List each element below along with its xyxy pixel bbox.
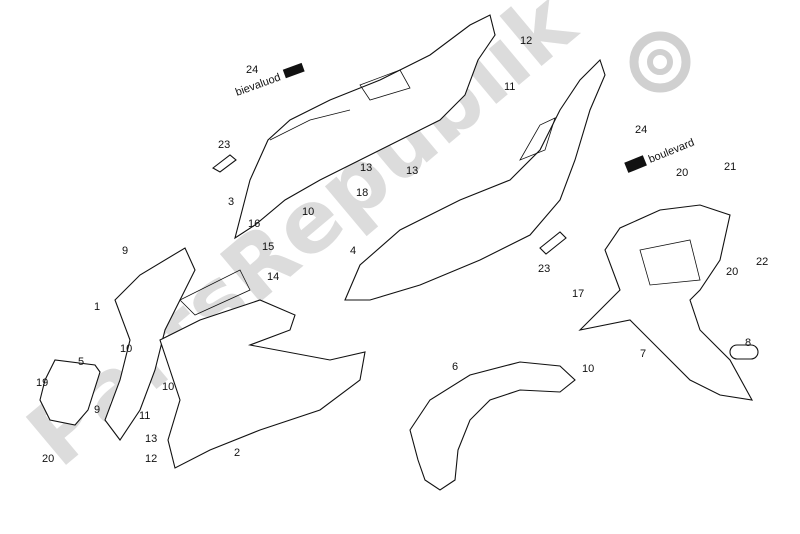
bracket-right bbox=[539, 231, 567, 255]
callout-label: 16 bbox=[248, 218, 260, 230]
callout-label: 5 bbox=[78, 356, 84, 368]
callout-label: 10 bbox=[120, 343, 132, 355]
side-plate bbox=[39, 359, 101, 426]
callout-label: 19 bbox=[36, 377, 48, 389]
callout-label: 20 bbox=[726, 266, 738, 278]
callout-label: 13 bbox=[406, 165, 418, 177]
callout-label: 8 bbox=[745, 337, 751, 349]
gear-icon bbox=[629, 31, 691, 93]
callout-label: 10 bbox=[582, 363, 594, 375]
callout-label: 12 bbox=[520, 35, 532, 47]
callout-label: 20 bbox=[676, 167, 688, 179]
decal-upper: bievaluod bbox=[234, 62, 305, 99]
callout-label: 24 bbox=[246, 64, 258, 76]
side-panel-lower bbox=[344, 58, 606, 301]
callout-label: 13 bbox=[360, 162, 372, 174]
callout-label: 4 bbox=[350, 245, 356, 257]
reflector bbox=[729, 344, 759, 360]
callout-label: 9 bbox=[94, 404, 100, 416]
callout-label: 7 bbox=[640, 348, 646, 360]
callout-label: 18 bbox=[356, 187, 368, 199]
side-panel-upper bbox=[234, 14, 496, 240]
rear-mudguard bbox=[578, 204, 754, 401]
front-cover bbox=[104, 247, 196, 441]
bracket bbox=[212, 154, 237, 173]
callout-label: 12 bbox=[145, 453, 157, 465]
callout-label: 9 bbox=[122, 245, 128, 257]
callout-label: 10 bbox=[162, 381, 174, 393]
lower-fairing bbox=[159, 299, 366, 469]
callout-label: 24 bbox=[635, 124, 647, 136]
callout-label: 3 bbox=[228, 196, 234, 208]
callout-label: 23 bbox=[538, 263, 550, 275]
callout-label: 14 bbox=[267, 271, 279, 283]
callout-label: 22 bbox=[756, 256, 768, 268]
callout-label: 6 bbox=[452, 361, 458, 373]
callout-label: 23 bbox=[218, 139, 230, 151]
callout-label: 2 bbox=[234, 447, 240, 459]
callout-label: 13 bbox=[145, 433, 157, 445]
callout-label: 20 bbox=[42, 453, 54, 465]
callout-label: 21 bbox=[724, 161, 736, 173]
callout-label: 15 bbox=[262, 241, 274, 253]
callout-label: 11 bbox=[139, 410, 150, 422]
callout-label: 10 bbox=[302, 206, 314, 218]
callout-label: 11 bbox=[504, 81, 515, 93]
front-mudguard bbox=[409, 361, 576, 491]
callout-label: 1 bbox=[94, 301, 100, 313]
svg-text:boulevard: boulevard bbox=[647, 137, 696, 166]
callout-label: 17 bbox=[572, 288, 584, 300]
